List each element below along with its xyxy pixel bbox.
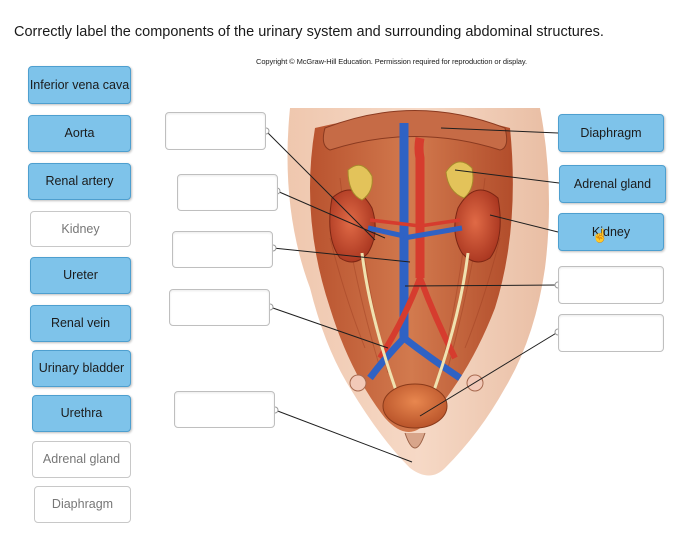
placed-label-adrenal-gland[interactable]: Adrenal gland (559, 165, 666, 203)
label-chip-kidney[interactable]: Kidney (30, 211, 131, 247)
drop-slot-left-4[interactable] (169, 289, 270, 326)
label-chip-diaphragm[interactable]: Diaphragm (34, 486, 131, 523)
question-instruction: Correctly label the components of the ur… (14, 24, 604, 40)
placed-label-kidney[interactable]: Kidney (558, 213, 664, 251)
placed-label-diaphragm[interactable]: Diaphragm (558, 114, 664, 152)
label-chip-renal-vein[interactable]: Renal vein (30, 305, 131, 342)
hand-cursor-icon: ☝ (592, 228, 609, 243)
drop-slot-left-1[interactable] (165, 112, 266, 150)
label-chip-renal-artery[interactable]: Renal artery (28, 163, 131, 200)
label-chip-inferior-vena-cava[interactable]: Inferior vena cava (28, 66, 131, 104)
label-chip-ureter[interactable]: Ureter (30, 257, 131, 294)
drop-slot-left-5[interactable] (174, 391, 275, 428)
drop-slot-right-5[interactable] (558, 314, 664, 352)
copyright-notice: Copyright © McGraw-Hill Education. Permi… (256, 57, 527, 66)
label-chip-urethra[interactable]: Urethra (32, 395, 131, 432)
drop-slot-left-3[interactable] (172, 231, 273, 268)
label-chip-aorta[interactable]: Aorta (28, 115, 131, 152)
urinary-system-illustration (287, 108, 549, 476)
drop-slot-left-2[interactable] (177, 174, 278, 211)
label-chip-urinary-bladder[interactable]: Urinary bladder (32, 350, 131, 387)
drop-slot-right-4[interactable] (558, 266, 664, 304)
label-chip-adrenal-gland[interactable]: Adrenal gland (32, 441, 131, 478)
